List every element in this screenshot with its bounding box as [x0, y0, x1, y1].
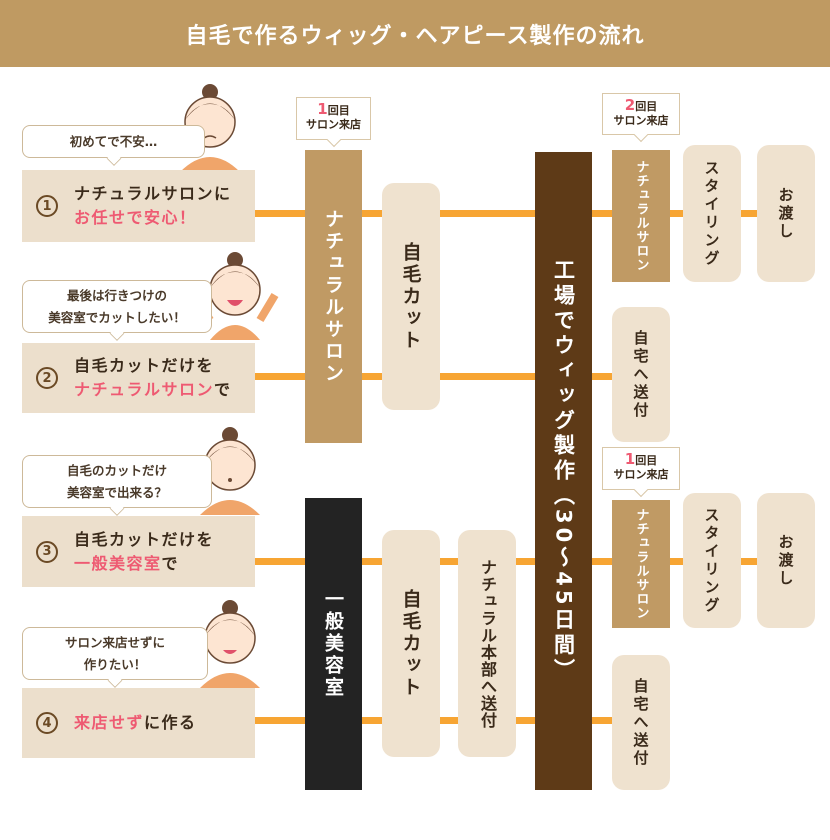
styling-step-mid: スタイリング	[683, 493, 741, 628]
option-number: 4	[36, 712, 58, 734]
visit-text: サロン来店	[306, 118, 361, 131]
smiling-woman-illustration	[200, 600, 260, 688]
salon-visit-step-mid: ナチュラルサロン	[612, 500, 670, 628]
option-text: で	[214, 380, 232, 399]
option-text: ナチュラルサロンに	[74, 184, 232, 203]
speech-bubble-1: 初めてで不安…	[22, 125, 205, 158]
visit-suffix: 回目	[635, 454, 658, 467]
bubble-text: 自毛のカットだけ	[66, 462, 167, 478]
bubble-text: 美容室でカットしたい！	[48, 309, 186, 325]
send-to-hq-step: ナチュラル本部へ送付	[458, 530, 516, 757]
visit-tag-1: 1回目サロン来店	[296, 97, 371, 140]
home-delivery-step-bottom: 自宅へ送付	[612, 655, 670, 790]
handover-step-mid: お渡し	[757, 493, 815, 628]
option-1: 1 ナチュラルサロンにお任せで安心！	[22, 170, 255, 242]
bubble-text: 最後は行きつけの	[66, 287, 167, 303]
speech-bubble-3: 自毛のカットだけ美容室で出来る？	[22, 455, 212, 508]
visit-count: 1	[317, 100, 328, 118]
visit-tag-3: 1回目サロン来店	[602, 447, 680, 490]
option-highlight: 一般美容室	[74, 553, 162, 573]
option-3: 3 自毛カットだけを一般美容室で	[22, 516, 255, 587]
option-number: 2	[36, 367, 58, 389]
speech-bubble-2: 最後は行きつけの美容室でカットしたい！	[22, 280, 212, 333]
page-title: 自毛で作るウィッグ・ヘアピース製作の流れ	[0, 0, 830, 67]
option-highlight: ナチュラルサロン	[74, 380, 215, 399]
bubble-text: 作りたい！	[83, 656, 147, 672]
styling-step-top: スタイリング	[683, 145, 741, 282]
option-text: で	[161, 553, 180, 573]
visit-text: サロン来店	[613, 468, 669, 481]
natural-salon-step: ナチュラルサロン	[305, 150, 362, 443]
visit-count: 1	[624, 450, 636, 468]
handover-step-top: お渡し	[757, 145, 815, 282]
hair-cut-step-top: 自毛カット	[382, 183, 440, 410]
option-text: 自毛カットだけを	[74, 356, 215, 375]
flow-line-1	[255, 210, 760, 217]
bubble-text: 初めてで不安…	[69, 133, 158, 149]
option-text: に作る	[144, 713, 197, 732]
bubble-text: 美容室で出来る？	[66, 484, 167, 500]
wondering-woman-illustration	[200, 427, 260, 515]
hair-cut-step-bottom: 自毛カット	[382, 530, 440, 757]
home-delivery-step-top: 自宅へ送付	[612, 307, 670, 442]
option-text: 自毛カットだけを	[74, 529, 215, 549]
visit-count: 2	[624, 96, 636, 114]
speech-bubble-4: サロン来店せずに作りたい！	[22, 627, 208, 680]
visit-text: サロン来店	[613, 114, 669, 127]
visit-tag-2: 2回目サロン来店	[602, 93, 680, 135]
bubble-text: サロン来店せずに	[64, 634, 165, 650]
option-highlight: お任せで安心！	[74, 208, 197, 227]
factory-production-step: 工場でウィッグ製作（30〜45日間）	[535, 152, 592, 790]
option-2: 2 自毛カットだけをナチュラルサロンで	[22, 343, 255, 413]
option-highlight: 来店せず	[74, 713, 145, 732]
option-number: 3	[36, 540, 58, 563]
salon-visit-step-top: ナチュラルサロン	[612, 150, 670, 282]
visit-suffix: 回目	[635, 100, 658, 113]
general-salon-step: 一般美容室	[305, 498, 362, 790]
visit-suffix: 回目	[327, 104, 350, 117]
option-number: 1	[36, 195, 58, 217]
option-4: 4 来店せずに作る	[22, 688, 255, 758]
